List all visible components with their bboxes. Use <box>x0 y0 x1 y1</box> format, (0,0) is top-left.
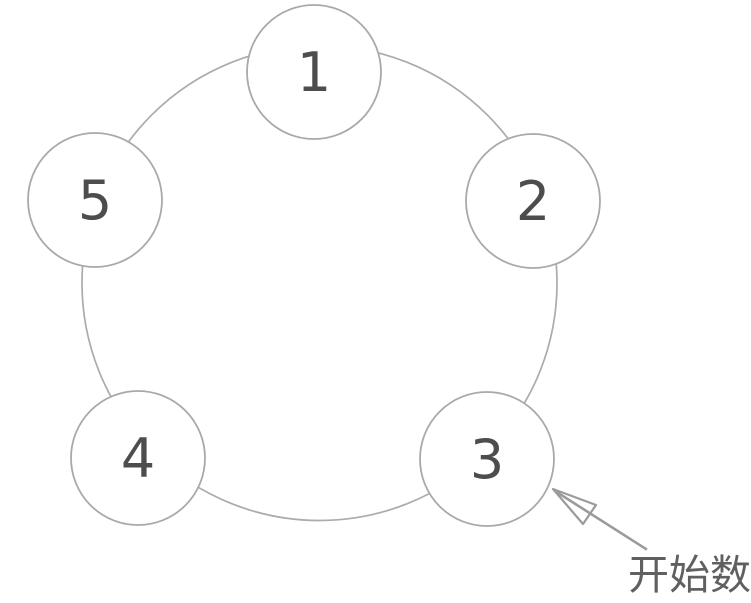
node-2: 2 <box>465 133 601 269</box>
arrow-head-icon <box>551 487 598 526</box>
node-3: 3 <box>419 391 555 527</box>
node-5-circle <box>27 132 163 268</box>
node-5: 5 <box>27 132 163 268</box>
node-4: 4 <box>70 390 206 526</box>
node-4-circle <box>70 390 206 526</box>
node-3-label: 3 <box>470 428 504 491</box>
start-annotation-label: 开始数 <box>628 551 751 599</box>
start-pointer: 开始数 <box>551 487 751 599</box>
node-5-label: 5 <box>78 169 112 232</box>
node-4-label: 4 <box>121 427 155 490</box>
node-3-circle <box>419 391 555 527</box>
node-2-label: 2 <box>516 170 550 233</box>
node-2-circle <box>465 133 601 269</box>
node-1-circle <box>246 4 382 140</box>
arrow-shaft <box>553 489 648 551</box>
node-1-label: 1 <box>297 41 331 104</box>
node-1: 1 <box>246 4 382 140</box>
